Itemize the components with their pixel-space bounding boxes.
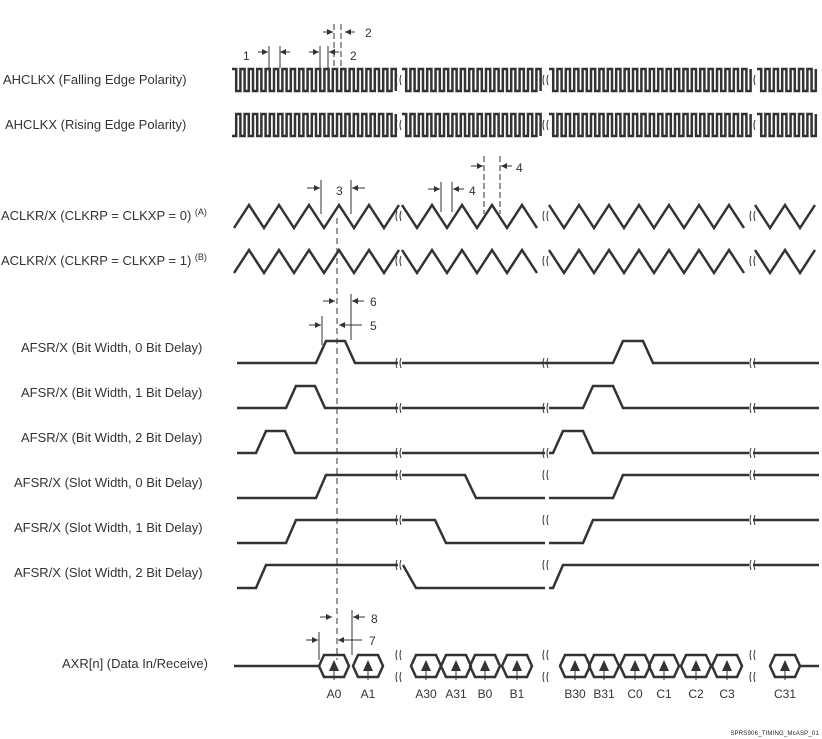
label-ahclkx-rising: AHCLKX (Rising Edge Polarity) xyxy=(5,117,187,132)
wave-ahclkx-falling xyxy=(232,67,818,93)
marker-8: 8 xyxy=(371,612,378,626)
marker-5: 5 xyxy=(370,319,377,333)
wave-ahclkx-rising xyxy=(232,112,818,138)
bit-label-b30: B30 xyxy=(564,687,586,701)
marker-6: 6 xyxy=(370,295,377,309)
wave-afsr-bit-2 xyxy=(237,429,819,455)
wave-aclk-1 xyxy=(232,247,817,276)
bit-label-a30: A30 xyxy=(415,687,437,701)
wave-afsr-slot-1 xyxy=(237,518,819,545)
dimension-arrows xyxy=(258,24,512,660)
wave-afsr-slot-2 xyxy=(237,563,819,590)
wave-aclk-0 xyxy=(232,202,817,231)
note-b: (B) xyxy=(194,252,207,262)
label-aclk-polarity-0: ACLKR/X (CLKRP = CLKXP = 0) (A) xyxy=(1,207,207,223)
label-ahclkx-falling: AHCLKX (Falling Edge Polarity) xyxy=(3,72,187,87)
wave-afsr-bit-0 xyxy=(237,339,819,365)
note-a: (A) xyxy=(194,207,207,217)
bit-label-c0: C0 xyxy=(627,687,643,701)
marker-7: 7 xyxy=(369,634,376,648)
label-afsr-bit-1-delay: AFSR/X (Bit Width, 1 Bit Delay) xyxy=(21,385,203,400)
marker-4-top: 4 xyxy=(516,161,523,175)
marker-2-bottom: 2 xyxy=(350,49,357,63)
figure-id: SPRS906_TIMING_McASP_01 xyxy=(730,731,819,737)
bit-label-c3: C3 xyxy=(719,687,735,701)
wave-afsr-slot-0 xyxy=(237,473,819,500)
label-axr-data: AXR[n] (Data In/Receive) xyxy=(62,656,208,671)
marker-2-top: 2 xyxy=(365,26,372,40)
break-marks xyxy=(395,74,756,683)
bit-label-b31: B31 xyxy=(593,687,615,701)
bit-label-b0: B0 xyxy=(477,687,493,701)
label-afsr-bit-0-delay: AFSR/X (Bit Width, 0 Bit Delay) xyxy=(21,340,203,355)
bit-label-c1: C1 xyxy=(656,687,672,701)
label-afsr-slot-1-delay: AFSR/X (Slot Width, 1 Bit Delay) xyxy=(14,520,203,535)
label-afsr-slot-0-delay: AFSR/X (Slot Width, 0 Bit Delay) xyxy=(14,475,203,490)
wave-afsr-bit-1 xyxy=(237,384,819,410)
label-afsr-slot-2-delay: AFSR/X (Slot Width, 2 Bit Delay) xyxy=(14,565,203,580)
bit-label-a1: A1 xyxy=(360,687,376,701)
bit-label-b1: B1 xyxy=(509,687,525,701)
marker-4-bottom: 4 xyxy=(469,184,476,198)
marker-1: 1 xyxy=(243,49,250,63)
axr-data-eyes xyxy=(317,653,802,680)
marker-3: 3 xyxy=(336,184,343,198)
label-aclk-1-text: ACLKR/X (CLKRP = CLKXP = 1) xyxy=(1,253,192,268)
bit-label-a0: A0 xyxy=(326,687,342,701)
label-aclk-0-text: ACLKR/X (CLKRP = CLKXP = 0) xyxy=(1,208,192,223)
label-aclk-polarity-1: ACLKR/X (CLKRP = CLKXP = 1) (B) xyxy=(1,252,207,268)
bit-label-a31: A31 xyxy=(445,687,467,701)
bit-label-c2: C2 xyxy=(688,687,704,701)
bit-label-c31: C31 xyxy=(773,687,797,701)
label-afsr-bit-2-delay: AFSR/X (Bit Width, 2 Bit Delay) xyxy=(21,430,203,445)
